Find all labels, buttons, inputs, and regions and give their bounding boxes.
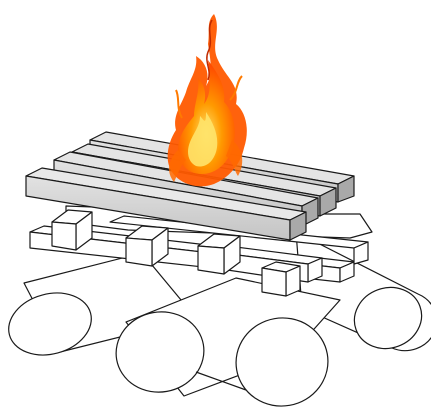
flame: [168, 14, 247, 186]
board-4: [262, 262, 300, 296]
